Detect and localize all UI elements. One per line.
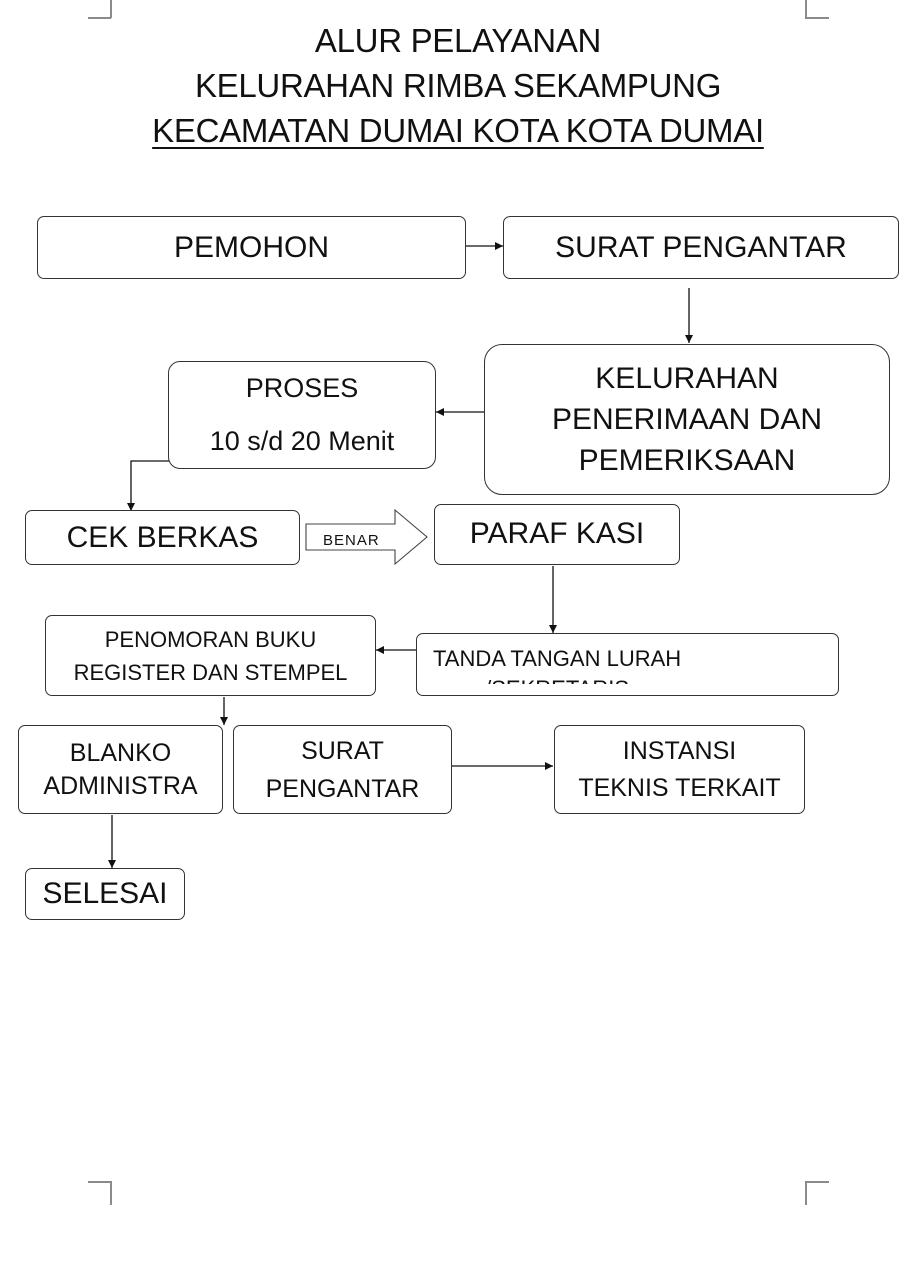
title-line-1: ALUR PELAYANAN: [314, 22, 602, 59]
box-cek-berkas-text: CEK BERKAS: [66, 520, 259, 554]
box-surat-pengantar-bottom: SURAT PENGANTAR: [233, 725, 452, 814]
box-kelurahan-line-1: KELURAHAN: [595, 362, 779, 395]
crop-mark-bottom-right: [805, 1181, 807, 1205]
box-kelurahan: KELURAHAN PENERIMAAN DAN PEMERIKSAAN: [484, 344, 890, 495]
arrow-proses-to-cek: [127, 460, 170, 511]
box-surat-pengantar-top-text: SURAT PENGANTAR: [555, 230, 847, 264]
crop-mark-bottom-left-h: [88, 1181, 111, 1183]
benar-label-clip: BENAR: [307, 525, 394, 549]
benar-label: BENAR: [323, 532, 380, 549]
crop-mark-bottom-right-h: [805, 1181, 829, 1183]
box-selesai: SELESAI: [25, 868, 185, 920]
box-surat-pengantar-bottom-line-2: PENGANTAR: [265, 774, 420, 803]
box-penomoran-line-1: PENOMORAN BUKU: [104, 626, 317, 652]
box-tanda-tangan-line-1: TANDA TANGAN LURAH: [433, 646, 682, 671]
box-paraf-kasi-text: PARAF KASI: [469, 517, 645, 550]
box-blanko-line-1: BLANKO: [69, 738, 172, 767]
box-instansi: INSTANSI TEKNIS TERKAIT: [554, 725, 805, 814]
box-paraf-kasi: PARAF KASI: [434, 504, 680, 565]
box-kelurahan-line-2: PENERIMAAN DAN: [551, 403, 823, 436]
box-instansi-line-2: TEKNIS TERKAIT: [578, 773, 781, 802]
crop-mark-top-right-h: [805, 17, 829, 19]
title-line-2: KELURAHAN RIMBA SEKAMPUNG: [194, 67, 722, 104]
box-surat-pengantar-bottom-line-1: SURAT: [301, 736, 384, 765]
box-tanda-tangan-line-2: /SEKRETARIS: [433, 674, 681, 684]
title-line-3-text: KECAMATAN DUMAI KOTA KOTA DUMAI: [152, 112, 764, 149]
box-blanko-line-2: ADMINISTRA: [43, 771, 198, 800]
box-penomoran-line-2: REGISTER DAN STEMPEL: [73, 659, 348, 685]
crop-mark-top-right: [805, 0, 807, 18]
benar-block-arrow: [305, 508, 428, 566]
box-proses-line-1: PROSES: [245, 373, 359, 403]
box-pemohon: PEMOHON: [37, 216, 466, 279]
box-proses: PROSES 10 s/d 20 Menit: [168, 361, 436, 469]
box-kelurahan-line-3: PEMERIKSAAN: [578, 444, 796, 477]
box-tanda-tangan-clip: TANDA TANGAN LURAH /SEKRETARIS: [433, 644, 681, 684]
box-penomoran: PENOMORAN BUKU REGISTER DAN STEMPEL: [45, 615, 376, 696]
box-proses-line-2: 10 s/d 20 Menit: [209, 426, 395, 456]
box-surat-pengantar-top: SURAT PENGANTAR: [503, 216, 899, 279]
box-instansi-line-1: INSTANSI: [622, 736, 737, 765]
title-line-3: KECAMATAN DUMAI KOTA KOTA DUMAI: [0, 111, 916, 151]
crop-mark-bottom-left: [110, 1181, 112, 1205]
box-cek-berkas: CEK BERKAS: [25, 510, 300, 565]
box-pemohon-text: PEMOHON: [173, 230, 329, 264]
crop-mark-top-left: [110, 0, 112, 18]
box-selesai-text: SELESAI: [42, 877, 168, 910]
box-tanda-tangan: TANDA TANGAN LURAH /SEKRETARIS: [416, 633, 839, 696]
crop-mark-top-left-h: [88, 17, 111, 19]
box-blanko: BLANKO ADMINISTRA: [18, 725, 223, 814]
